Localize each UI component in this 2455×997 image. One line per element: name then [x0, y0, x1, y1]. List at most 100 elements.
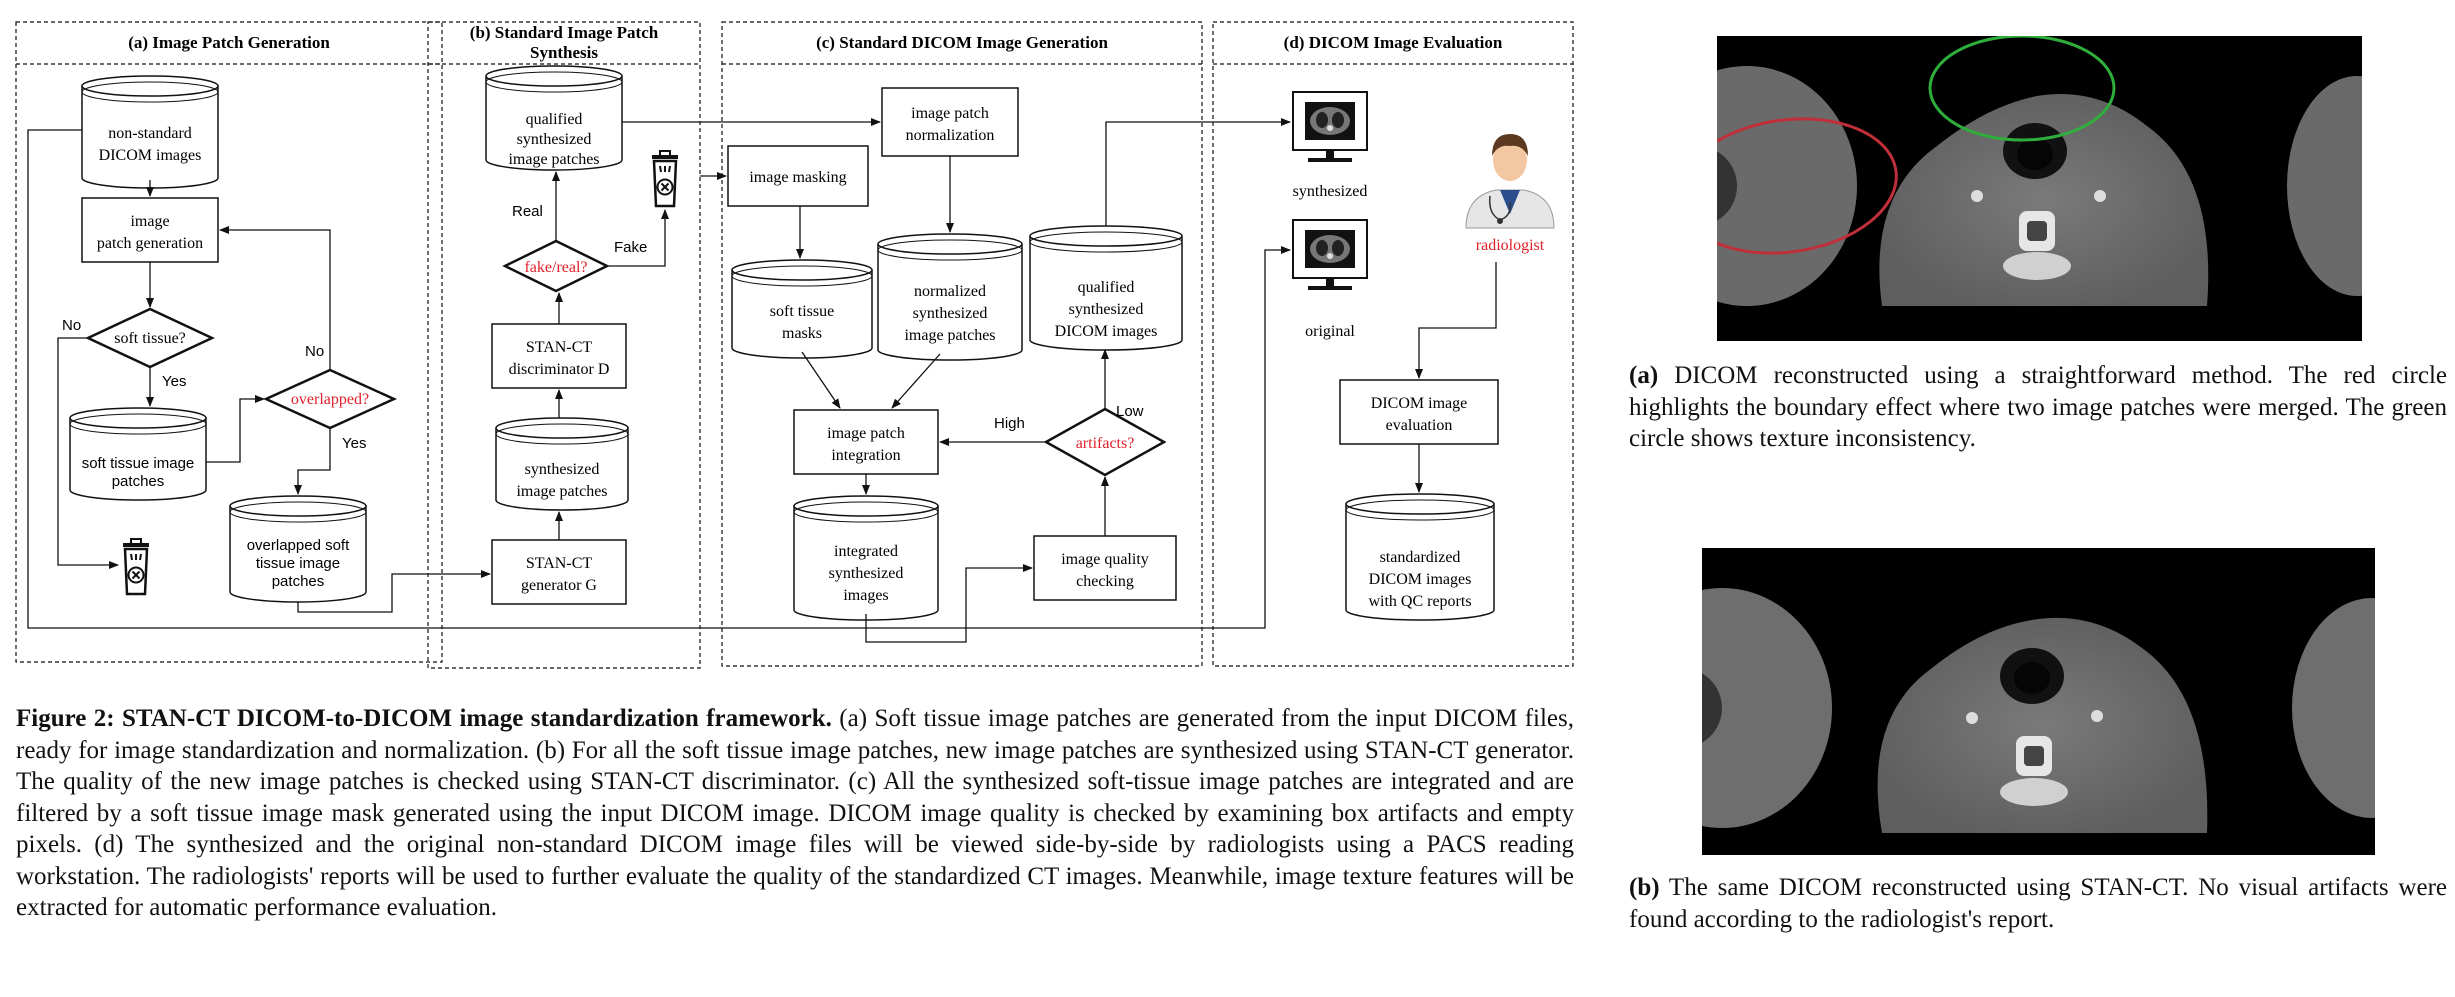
node-soft-tissue-patches: soft tissue image patches [69, 407, 207, 501]
monitor-original-icon [1292, 219, 1368, 291]
svg-text:evaluation: evaluation [1386, 417, 1453, 434]
svg-text:generator G: generator G [521, 577, 597, 594]
svg-text:fake/real?: fake/real? [524, 259, 587, 276]
panel-d-frame [1212, 21, 1574, 667]
svg-text:normalized: normalized [914, 283, 986, 300]
svg-text:artifacts?: artifacts? [1076, 435, 1135, 452]
svg-text:soft tissue?: soft tissue? [114, 330, 186, 347]
svg-text:DICOM images: DICOM images [99, 147, 202, 164]
trash-icon [121, 537, 151, 596]
radiologist-icon [1465, 134, 1555, 229]
framework-diagram: (a) Image Patch Generation (b) Standard … [15, 21, 1574, 669]
figure-caption-text: (a) Soft tissue image patches are genera… [16, 705, 1575, 921]
svg-text:Real: Real [512, 203, 543, 220]
node-discriminator [491, 323, 627, 389]
caption-b-label: (b) [1629, 874, 1660, 901]
svg-text:images: images [843, 587, 888, 604]
svg-text:image patches: image patches [516, 483, 607, 500]
panel-b-frame [427, 21, 701, 669]
svg-text:No: No [62, 317, 81, 334]
svg-text:standardized: standardized [1380, 549, 1461, 566]
radiologist-label: radiologist [1476, 237, 1545, 254]
caption-a-text: DICOM reconstructed using a straightforw… [1629, 362, 2447, 452]
panel-b-title-2: Synthesis [530, 43, 598, 62]
node-standardized-dicom: standardized DICOM images with QC report… [1345, 493, 1495, 621]
svg-text:qualified: qualified [1078, 279, 1135, 296]
svg-text:DICOM images: DICOM images [1055, 323, 1158, 340]
svg-text:patch generation: patch generation [97, 235, 203, 252]
svg-text:Fake: Fake [614, 239, 647, 256]
decision-fake-real: fake/real? [502, 239, 610, 293]
node-qualified-dicom: qualified synthesized DICOM images [1029, 225, 1183, 351]
caption-b-text: The same DICOM reconstructed using STAN-… [1629, 874, 2447, 933]
node-dicom-evaluation [1339, 379, 1499, 445]
decision-artifacts: artifacts? [1043, 407, 1167, 477]
panel-d-title: (d) DICOM Image Evaluation [1284, 33, 1503, 52]
node-soft-tissue-masks: soft tissue masks [731, 259, 873, 359]
svg-text:qualified: qualified [526, 111, 583, 128]
svg-text:checking: checking [1076, 573, 1134, 590]
svg-text:image masking: image masking [749, 169, 846, 186]
svg-text:synthesized: synthesized [829, 565, 904, 582]
decision-overlapped: overlapped? [262, 368, 398, 430]
svg-text:tissue image: tissue image [256, 555, 340, 572]
node-image-masking [727, 145, 869, 207]
svg-text:discriminator D: discriminator D [509, 361, 610, 378]
panel-c-frame [721, 21, 1203, 667]
node-integrated-images: integrated synthesized images [793, 495, 939, 621]
svg-text:No: No [305, 343, 324, 360]
svg-text:synthesized: synthesized [525, 461, 600, 478]
svg-text:DICOM image: DICOM image [1371, 395, 1467, 412]
svg-text:Yes: Yes [162, 373, 186, 390]
svg-text:STAN-CT: STAN-CT [526, 555, 593, 572]
svg-text:image patch: image patch [827, 425, 905, 442]
figure-caption-title: Figure 2: STAN-CT DICOM-to-DICOM image s… [16, 705, 832, 732]
green-circle [1928, 36, 2116, 142]
svg-text:image patches: image patches [508, 151, 599, 168]
node-synth-patches: synthesized image patches [495, 417, 629, 511]
svg-text:with QC reports: with QC reports [1368, 593, 1471, 610]
caption-a: (a) DICOM reconstructed using a straight… [1629, 360, 2447, 455]
svg-text:integrated: integrated [834, 543, 898, 560]
svg-text:STAN-CT: STAN-CT [526, 339, 593, 356]
node-non-standard-dicom: non-standard DICOM images [81, 75, 219, 189]
svg-text:image patch: image patch [911, 105, 989, 122]
svg-text:High: High [994, 415, 1025, 432]
svg-text:integration: integration [831, 447, 900, 464]
node-patch-normalization [881, 87, 1019, 157]
svg-text:DICOM images: DICOM images [1369, 571, 1472, 588]
panel-a-title: (a) Image Patch Generation [128, 33, 330, 52]
svg-text:image quality: image quality [1061, 551, 1149, 568]
svg-text:synthesized: synthesized [517, 131, 592, 148]
svg-text:soft tissue: soft tissue [770, 303, 834, 320]
panel-a-frame [15, 21, 443, 663]
svg-text:patches: patches [112, 473, 165, 490]
node-normalized-patches: normalized synthesized image patches [877, 233, 1023, 361]
panel-b-title: (b) Standard Image Patch [470, 23, 659, 42]
svg-text:Yes: Yes [342, 435, 366, 452]
node-patch-integration [793, 409, 939, 475]
svg-text:patches: patches [272, 573, 325, 590]
svg-text:normalization: normalization [906, 127, 995, 144]
svg-text:Low: Low [1116, 403, 1144, 420]
figure-caption: Figure 2: STAN-CT DICOM-to-DICOM image s… [16, 703, 1574, 924]
synthesized-label: synthesized [1293, 183, 1368, 200]
monitor-synthesized-icon [1292, 91, 1368, 163]
ct-image-stan-ct [1702, 548, 2375, 855]
node-quality-checking [1033, 535, 1177, 601]
node-overlapped-patches: overlapped soft tissue image patches [229, 495, 367, 603]
original-label: original [1305, 323, 1355, 340]
decision-soft-tissue: soft tissue? [85, 307, 215, 369]
svg-text:synthesized: synthesized [1069, 301, 1144, 318]
caption-b: (b) The same DICOM reconstructed using S… [1629, 872, 2447, 935]
trash-icon [650, 149, 680, 208]
svg-text:masks: masks [782, 325, 822, 342]
caption-a-label: (a) [1629, 362, 1659, 389]
red-circle [1717, 117, 1898, 255]
svg-text:synthesized: synthesized [913, 305, 988, 322]
svg-text:non-standard: non-standard [108, 125, 192, 142]
node-qualified-patches: qualified synthesized image patches [485, 65, 623, 171]
svg-text:image: image [130, 213, 169, 230]
ct-image-straightforward [1717, 36, 2362, 341]
svg-text:overlapped?: overlapped? [291, 391, 369, 408]
